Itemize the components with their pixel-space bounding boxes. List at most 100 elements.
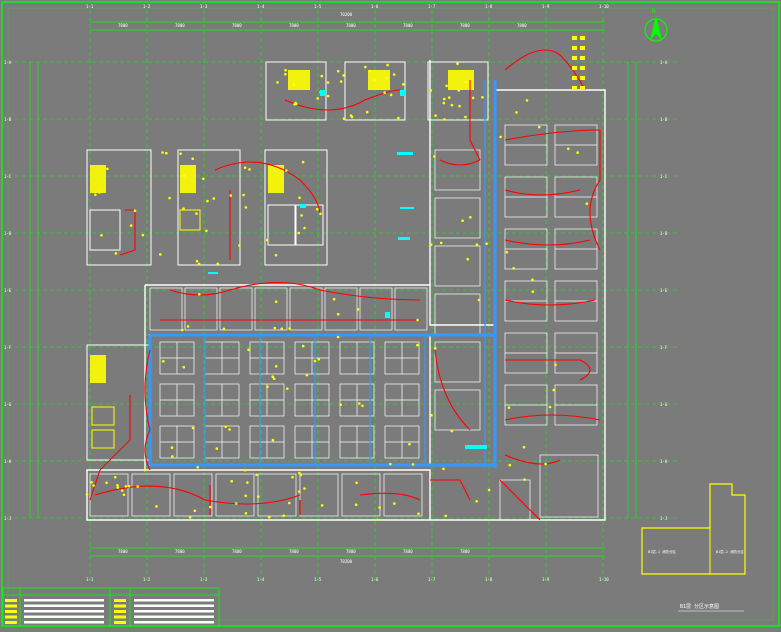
- row-grid-label: 1-C: [4, 174, 12, 179]
- device-symbol: [191, 157, 194, 160]
- row-grid-label: 1-E: [660, 288, 668, 293]
- device-symbol: [215, 447, 219, 450]
- column-grid-label: 1-5: [314, 577, 322, 582]
- device-symbol: [116, 484, 119, 487]
- row-grid-label: 1-D: [4, 231, 12, 236]
- device-symbol: [356, 308, 360, 311]
- column-grid-label: 1-5: [314, 4, 322, 9]
- device-symbol: [339, 80, 343, 83]
- row-grid-label: 1-B: [4, 117, 12, 122]
- row-grid-label: 1-C: [660, 174, 668, 179]
- office-room: [173, 473, 213, 517]
- device-symbol: [159, 253, 162, 256]
- device-symbol: [114, 252, 118, 255]
- blue-duct-branches: [204, 335, 426, 465]
- device-symbol: [272, 377, 276, 381]
- device-symbol: [464, 115, 467, 119]
- legend-symbol: [5, 599, 17, 602]
- device-symbol: [481, 96, 484, 99]
- device-symbol: [445, 84, 448, 88]
- device-symbol: [522, 445, 526, 449]
- device-symbol: [155, 505, 158, 508]
- device-symbol: [385, 76, 389, 80]
- row-grid-label: 1-A: [4, 60, 12, 65]
- device-symbol: [320, 504, 324, 507]
- device-symbol: [248, 168, 251, 171]
- row-grid-label: 1-B: [660, 117, 668, 122]
- office-room: [499, 479, 531, 521]
- device-symbol: [288, 327, 291, 330]
- top-dimension: 7800: [175, 23, 185, 28]
- office-room: [434, 293, 481, 335]
- device-symbol: [397, 116, 400, 120]
- key-plan-zone-right: B1层-2 消防分区: [716, 549, 745, 554]
- device-symbol: [373, 78, 376, 82]
- device-symbol: [301, 160, 305, 164]
- device-symbol: [408, 442, 411, 446]
- device-symbol: [188, 516, 192, 519]
- device-symbol: [580, 76, 585, 80]
- device-symbol: [572, 36, 577, 40]
- device-symbol: [448, 96, 451, 99]
- device-symbol: [170, 446, 174, 449]
- bottom-dimension: 7800: [175, 549, 185, 554]
- device-symbol: [266, 385, 269, 389]
- device-symbol: [386, 63, 389, 67]
- device-symbol: [456, 62, 459, 65]
- device-symbol: [580, 86, 585, 90]
- device-symbol: [179, 152, 182, 155]
- device-symbol: [191, 426, 195, 430]
- device-symbol: [284, 68, 287, 72]
- legend-text: [134, 599, 214, 602]
- device-symbol: [537, 125, 541, 129]
- device-symbol: [100, 234, 103, 237]
- device-symbol: [567, 147, 570, 151]
- column-grid-label: 1-6: [371, 577, 379, 582]
- device-symbol: [274, 253, 278, 257]
- legend-symbol: [5, 621, 17, 624]
- device-symbol: [358, 402, 361, 405]
- column-grid-label: 1-1: [86, 577, 94, 582]
- device-symbol: [195, 212, 198, 215]
- device-symbol: [297, 231, 301, 235]
- office-desk-clusters: [89, 287, 428, 517]
- column-grid-label: 1-7: [428, 577, 436, 582]
- device-symbol: [288, 501, 291, 505]
- office-room: [89, 473, 129, 517]
- office-room: [434, 341, 481, 383]
- device-symbol: [531, 278, 534, 282]
- device-symbol: [106, 167, 109, 171]
- office-room: [215, 473, 255, 517]
- device-symbol: [572, 46, 577, 50]
- office-room: [219, 287, 253, 331]
- bottom-dimension: 7800: [346, 549, 356, 554]
- device-symbol: [198, 293, 201, 296]
- office-room: [359, 287, 393, 331]
- column-grid-label: 1-9: [542, 577, 550, 582]
- row-grid-label: 1-H: [660, 459, 668, 464]
- office-room: [434, 197, 481, 239]
- device-symbol: [168, 196, 171, 200]
- device-symbol: [389, 93, 393, 97]
- top-dimension: 7800: [517, 23, 527, 28]
- device-symbol: [554, 363, 557, 367]
- top-dimension: 7800: [118, 23, 128, 28]
- legend-table: [2, 587, 220, 627]
- device-symbol: [342, 74, 345, 77]
- device-symbol: [161, 151, 164, 154]
- device-symbol: [228, 428, 231, 431]
- device-symbol: [171, 455, 174, 458]
- legend-symbol: [114, 599, 126, 602]
- device-symbol: [280, 327, 284, 331]
- device-symbol: [458, 104, 461, 108]
- device-symbol: [326, 81, 330, 84]
- device-symbol: [457, 89, 461, 92]
- column-grid-label: 1-3: [200, 577, 208, 582]
- north-arrow: N: [644, 8, 668, 42]
- device-symbol: [416, 343, 419, 347]
- device-symbol: [354, 503, 358, 507]
- bottom-dimension: 7800: [118, 549, 128, 554]
- device-symbol: [300, 214, 303, 217]
